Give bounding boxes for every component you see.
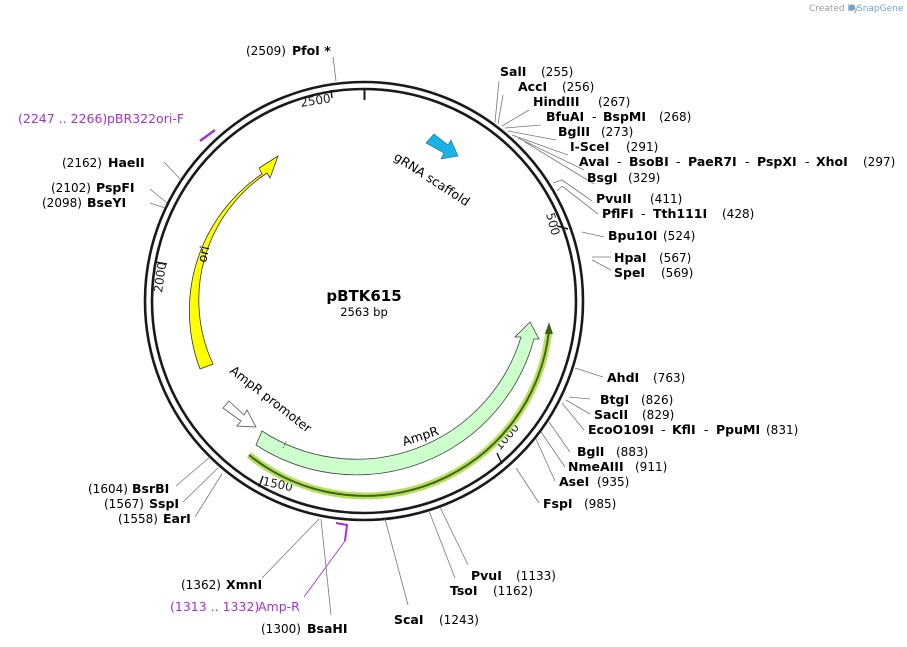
snapgene-logo-icon — [848, 4, 856, 11]
ampr-promoter-feature[interactable] — [222, 400, 257, 428]
primer-amp-r[interactable]: (1313 .. 1332)Amp-R — [170, 599, 300, 614]
primer-pbr322ori-f[interactable]: (2247 .. 2266)pBR322ori-F — [18, 111, 184, 126]
primer-pbr322-mark — [199, 128, 216, 143]
ruler-tick-2000 — [154, 261, 168, 265]
primer-amp-r-leader — [303, 540, 346, 598]
site-ahdi[interactable]: AhdI(763) — [607, 370, 685, 385]
site-hpai[interactable]: HpaI(567) — [614, 250, 691, 265]
leader-lines — [149, 56, 612, 616]
site-bsahi[interactable]: (1300)BsaHI — [261, 621, 348, 636]
site-eco[interactable]: EcoO109I - KflI - PpuMI(831) — [588, 422, 798, 437]
site-nmeaiii[interactable]: NmeAIII(911) — [568, 459, 667, 474]
ori-feature[interactable] — [189, 155, 279, 370]
site-bpu10i[interactable]: Bpu10I(524) — [608, 228, 695, 243]
ampr-internal-mark — [282, 439, 288, 449]
ruler-label-500: 500 — [543, 211, 562, 237]
ampr-cds-arrowhead — [545, 322, 553, 334]
site-hindiii[interactable]: HindIII(267) — [533, 94, 630, 109]
plasmid-length: 2563 bp — [340, 305, 388, 319]
ampr-cds-line — [248, 329, 550, 497]
site-bgli[interactable]: BglI(883) — [577, 444, 648, 459]
site-pfoi[interactable]: (2509)PfoI * — [246, 43, 331, 58]
ruler-label-2000: 2000 — [151, 261, 169, 293]
plasmid-name: pBTK615 — [326, 287, 401, 305]
primer-amp-r-mark — [335, 522, 349, 542]
site-pspfi[interactable]: (2102)PspFI — [51, 180, 135, 195]
credit-brand: SnapGene — [857, 4, 904, 14]
ruler-label-2500: 2500 — [299, 91, 331, 110]
site-iscei[interactable]: I-SceI(291) — [570, 139, 658, 154]
site-eari[interactable]: (1558)EarI — [118, 511, 191, 526]
ampr-feature[interactable] — [255, 321, 540, 476]
site-acci[interactable]: AccI(256) — [518, 79, 594, 94]
site-xmni[interactable]: (1362)XmnI — [181, 577, 262, 592]
site-asei[interactable]: AseI(935) — [559, 474, 629, 489]
site-bseyi[interactable]: (2098)BseYI — [42, 195, 126, 210]
site-sspi[interactable]: (1567)SspI — [104, 496, 179, 511]
ruler-tick-1000 — [496, 452, 503, 465]
credit-prefix: Created by — [809, 4, 859, 14]
ruler-tick-2500 — [330, 89, 333, 99]
site-bglii[interactable]: BglII(273) — [558, 124, 633, 139]
site-sali[interactable]: SalI(255) — [500, 64, 573, 79]
site-pvuii[interactable]: PvuII(411) — [596, 191, 682, 206]
site-btgi[interactable]: BtgI(826) — [600, 392, 673, 407]
site-scai[interactable]: ScaI(1243) — [394, 612, 479, 627]
site-pflfi[interactable]: PflFI - Tth111I(428) — [602, 206, 754, 221]
site-bfuai[interactable]: BfuAI - BspMI(268) — [546, 109, 691, 124]
site-spei[interactable]: SpeI(569) — [614, 265, 693, 280]
site-bsgi[interactable]: BsgI(329) — [587, 170, 660, 185]
site-bsrbi[interactable]: (1604)BsrBI — [88, 481, 169, 496]
site-haeii[interactable]: (2162)HaeII — [62, 155, 145, 170]
ori-label: ori — [194, 245, 212, 264]
grna-scaffold-label: gRNA scaffold — [391, 149, 472, 209]
grna-scaffold-feature[interactable] — [425, 133, 459, 160]
site-pvui[interactable]: PvuI(1133) — [471, 568, 556, 583]
ruler-tick-1500 — [258, 475, 264, 488]
site-fspi[interactable]: FspI(985) — [543, 496, 616, 511]
site-avai[interactable]: AvaI - BsoBI - PaeR7I - PspXI - XhoI(297… — [579, 154, 895, 169]
ruler-tick-500 — [556, 225, 569, 230]
site-sacii[interactable]: SacII(829) — [594, 407, 674, 422]
site-tsoi[interactable]: TsoI(1162) — [450, 583, 533, 598]
